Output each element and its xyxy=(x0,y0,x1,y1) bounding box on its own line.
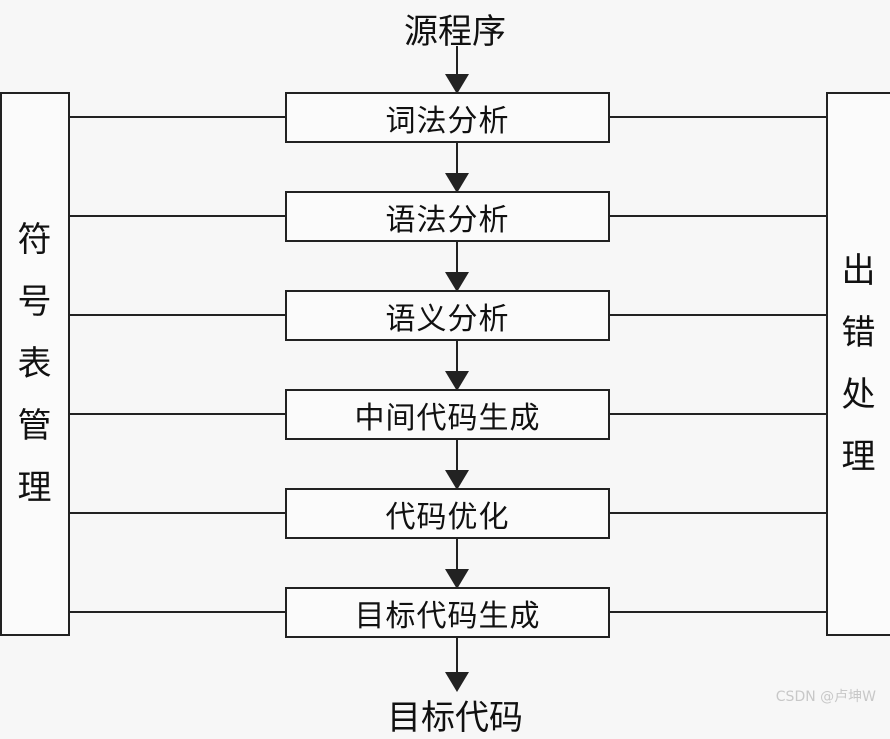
phase-semantic-analysis: 语义分析 xyxy=(285,290,610,341)
phase-syntax-analysis: 语法分析 xyxy=(285,191,610,242)
symbol-table-management-box: 符 号 表 管 理 xyxy=(0,92,70,636)
phase-code-optimization: 代码优化 xyxy=(285,488,610,539)
phase-intermediate-code-generation: 中间代码生成 xyxy=(285,389,610,440)
connectors-layer xyxy=(70,46,826,692)
symbol-table-char: 号 xyxy=(17,282,53,322)
source-program-label: 源程序 xyxy=(404,12,506,52)
error-handling-char: 错 xyxy=(841,313,877,353)
symbol-table-char: 理 xyxy=(17,468,53,508)
symbol-table-char: 管 xyxy=(17,406,53,446)
error-handling-char: 理 xyxy=(841,437,877,477)
watermark: CSDN @卢坤W xyxy=(775,689,876,705)
symbol-table-char: 符 xyxy=(17,220,53,260)
symbol-table-char: 表 xyxy=(17,344,53,384)
compiler-phases-diagram: 源程序 词法分析 语法分析 语义分析 中间代码生成 代码优化 目标代码生成 符 … xyxy=(0,12,890,738)
target-code-label: 目标代码 xyxy=(387,698,523,738)
error-handling-char: 处 xyxy=(841,375,877,415)
error-handling-char: 出 xyxy=(841,251,877,291)
phase-target-code-generation: 目标代码生成 xyxy=(285,587,610,638)
error-handling-box: 出 错 处 理 xyxy=(826,92,890,636)
phase-lexical-analysis: 词法分析 xyxy=(285,92,610,143)
